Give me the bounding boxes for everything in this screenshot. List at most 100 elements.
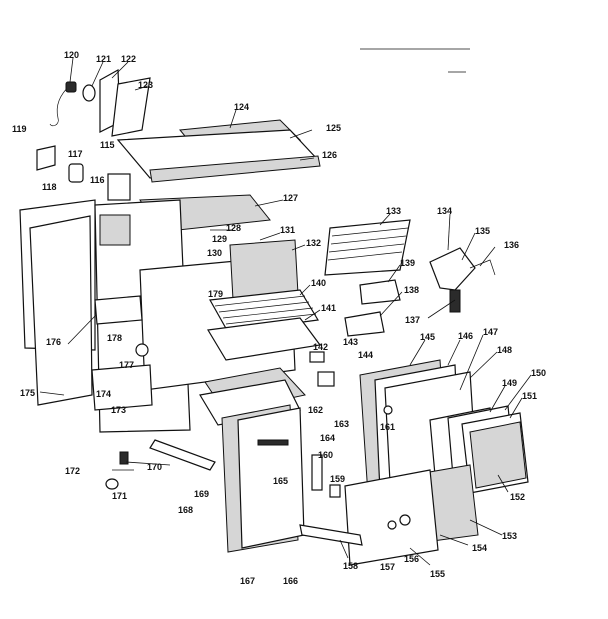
callout-labels: 120 121 122 123 124 125 126 119 117 115 … (12, 50, 546, 586)
callout-139: 139 (400, 258, 415, 268)
callout-168: 168 (178, 505, 193, 515)
part-165-drawer-front (237, 407, 305, 549)
part-160-hinge (311, 454, 323, 491)
callout-165: 165 (273, 476, 288, 486)
callout-152: 152 (510, 492, 525, 502)
callout-137: 137 (405, 315, 420, 325)
callout-124: 124 (234, 102, 249, 112)
part-139-bracket (359, 279, 401, 305)
callout-158: 158 (343, 561, 358, 571)
callout-175: 175 (20, 388, 35, 398)
part-128-gasket (99, 214, 131, 246)
part-158-slide (299, 524, 363, 546)
callout-133: 133 (386, 206, 401, 216)
part-161-fastener (383, 405, 393, 415)
part-138-bracket (344, 311, 385, 337)
callout-173: 173 (111, 405, 126, 415)
part-155-drawer-body (344, 469, 439, 566)
callout-135: 135 (475, 226, 490, 236)
callout-171: 171 (112, 491, 127, 501)
callout-130: 130 (207, 248, 222, 258)
callout-118: 118 (42, 182, 57, 192)
part-121-knob (82, 84, 96, 102)
part-169-rail (149, 439, 216, 471)
part-120-wire-lead (49, 81, 77, 127)
callout-128: 128 (226, 223, 241, 233)
callout-155: 155 (430, 569, 445, 579)
callout-146: 146 (458, 331, 473, 341)
part-174-bottom-panel (91, 364, 153, 411)
part-141-rack (207, 317, 322, 361)
callout-169: 169 (194, 489, 209, 499)
part-159-stop (329, 484, 341, 498)
callout-138: 138 (404, 285, 419, 295)
part-126-trim (149, 155, 321, 183)
callout-166: 166 (283, 576, 298, 586)
callout-131: 131 (280, 225, 295, 235)
callout-120: 120 (64, 50, 79, 60)
callout-122: 122 (121, 54, 136, 64)
callout-121: 121 (96, 54, 111, 64)
part-133-broiler-grate (324, 219, 411, 276)
callout-176: 176 (46, 337, 61, 347)
callout-172: 172 (65, 466, 80, 476)
part-175-side-panel (29, 215, 93, 406)
part-117-clip (68, 163, 84, 183)
part-176-drawer-support (94, 295, 143, 325)
callout-167: 167 (240, 576, 255, 586)
part-144-block (317, 371, 335, 387)
callout-156: 156 (404, 554, 419, 564)
callout-141: 141 (321, 303, 336, 313)
callout-159: 159 (330, 474, 345, 484)
part-115-pipe (107, 173, 131, 201)
callout-147: 147 (483, 327, 498, 337)
callout-170: 170 (147, 462, 162, 472)
callout-115: 115 (100, 140, 115, 150)
part-156-roller (399, 514, 411, 526)
callout-179: 179 (208, 289, 223, 299)
callout-132: 132 (306, 238, 321, 248)
callout-161: 161 (380, 422, 395, 432)
callout-136: 136 (504, 240, 519, 250)
callout-119: 119 (12, 124, 27, 134)
callout-151: 151 (522, 391, 537, 401)
callout-144: 144 (358, 350, 373, 360)
callout-154: 154 (472, 543, 487, 553)
callout-150: 150 (531, 368, 546, 378)
callout-142: 142 (313, 342, 328, 352)
part-142-clip (309, 351, 325, 363)
callout-162: 162 (308, 405, 323, 415)
callout-178: 178 (107, 333, 122, 343)
callout-134: 134 (437, 206, 452, 216)
part-152-gasket (469, 421, 527, 489)
callout-164: 164 (320, 433, 335, 443)
part-157-roller (387, 520, 397, 530)
part-164-handle (257, 439, 289, 446)
callout-125: 125 (326, 123, 341, 133)
part-119-bracket (36, 145, 56, 171)
part-134-valve-assembly (429, 247, 496, 313)
callout-127: 127 (283, 193, 298, 203)
callout-116: 116 (90, 175, 105, 185)
callout-160: 160 (318, 450, 333, 460)
callout-117: 117 (68, 149, 83, 159)
callout-163: 163 (334, 419, 349, 429)
callout-145: 145 (420, 332, 435, 342)
leader-lines (39, 57, 532, 566)
part-172-leg (105, 478, 119, 490)
callout-148: 148 (497, 345, 512, 355)
callout-129: 129 (212, 234, 227, 244)
callout-153: 153 (502, 531, 517, 541)
callout-140: 140 (311, 278, 326, 288)
callout-123: 123 (138, 80, 153, 90)
part-123-panel (111, 77, 151, 137)
callout-174: 174 (96, 389, 111, 399)
callout-126: 126 (322, 150, 337, 160)
part-177-grommet (135, 343, 149, 357)
part-170-leveler (112, 451, 134, 471)
callout-157: 157 (380, 562, 395, 572)
callout-177: 177 (119, 360, 134, 370)
callout-143: 143 (343, 337, 358, 347)
callout-149: 149 (502, 378, 517, 388)
